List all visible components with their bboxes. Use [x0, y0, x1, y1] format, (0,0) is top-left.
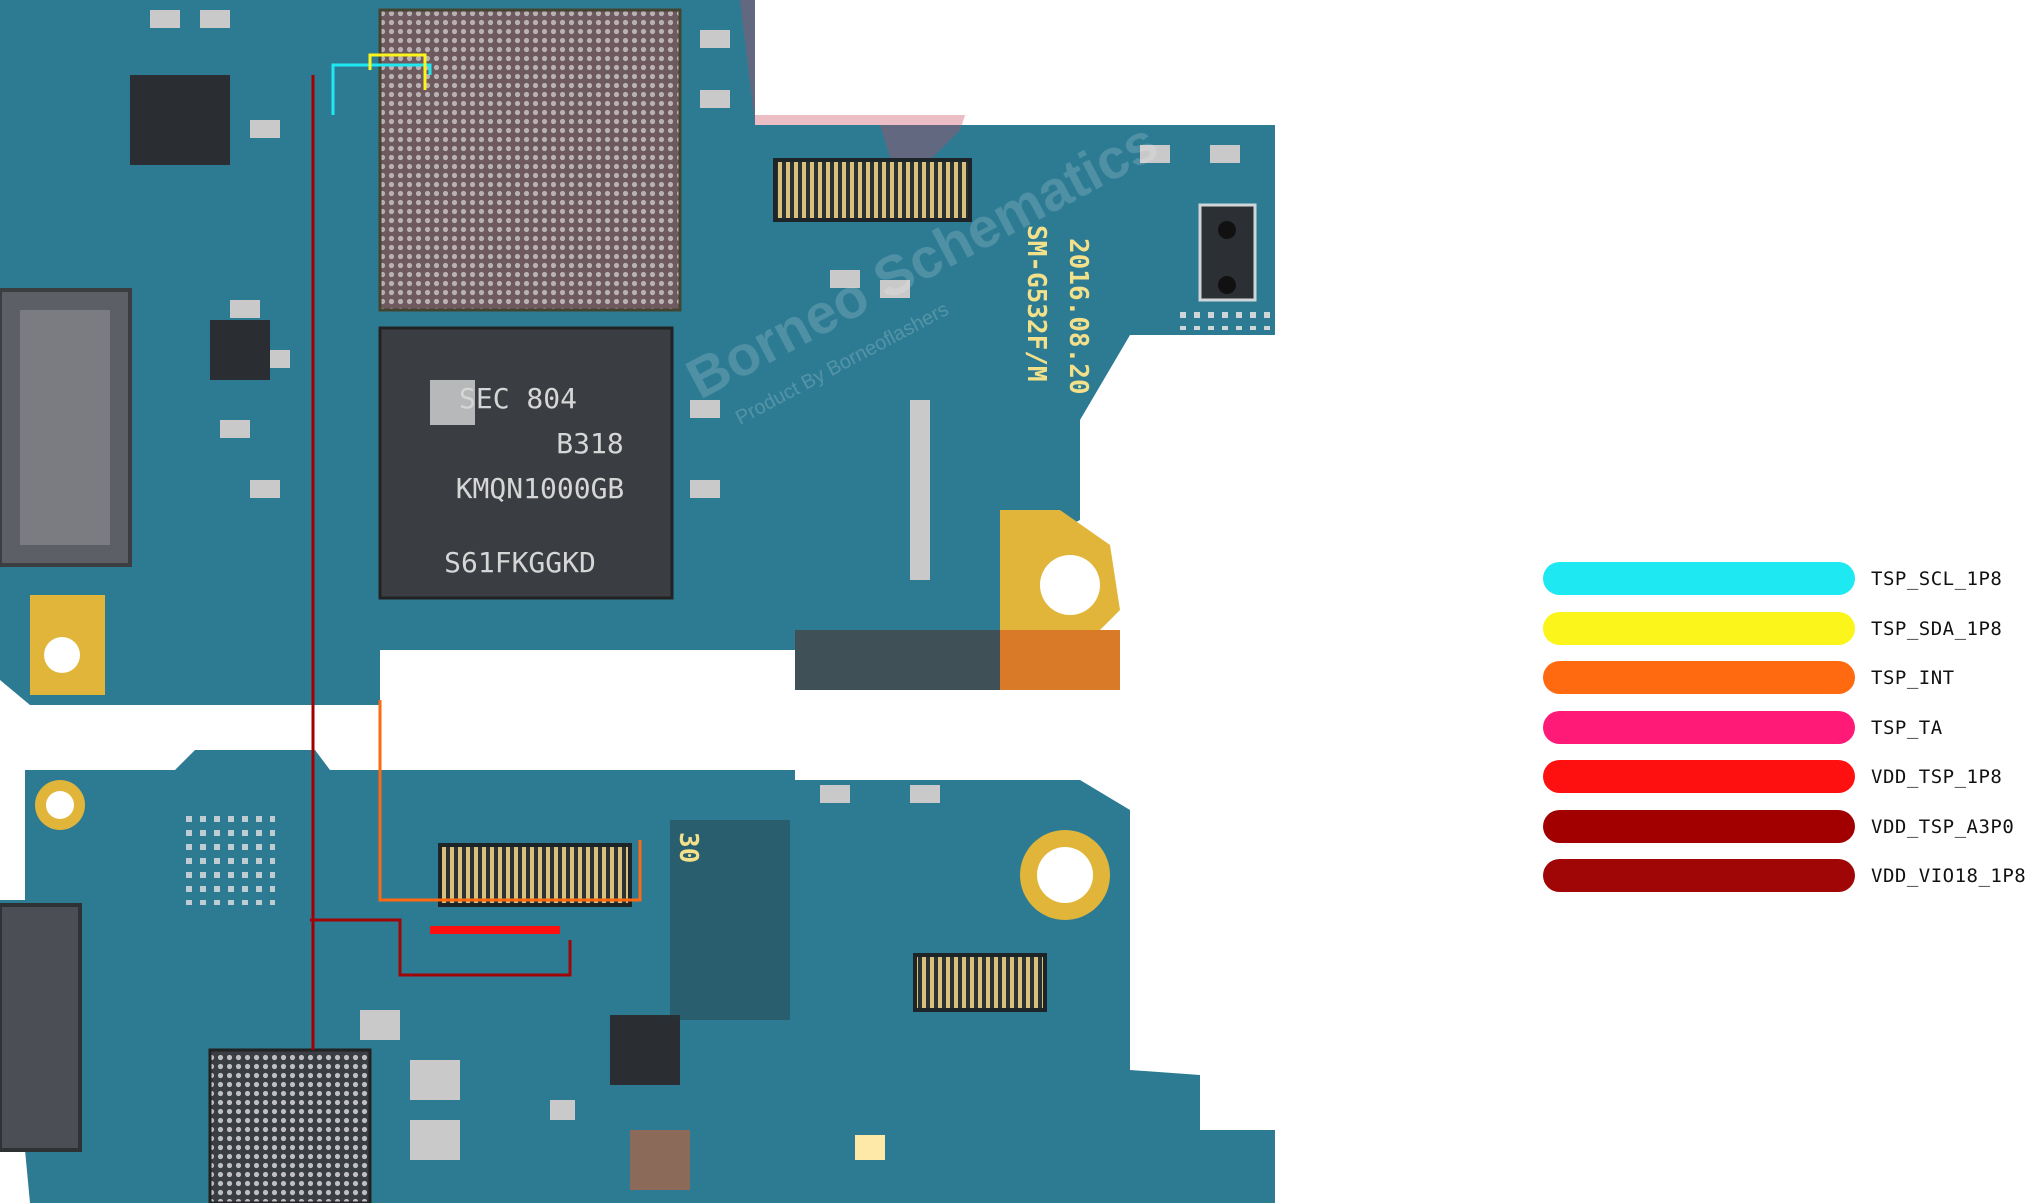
legend-item: VDD_VIO18_1P8: [1540, 857, 2030, 907]
touch-connector: [438, 843, 632, 907]
trace-tsp-int: [378, 700, 642, 902]
flash-label-1: SEC 804: [459, 382, 577, 415]
trace-vdd-vio18: [310, 918, 572, 977]
legend-swatch: [1543, 760, 1855, 793]
lower-board: [0, 750, 1275, 1203]
legend-swatch: [1543, 562, 1855, 595]
legend-swatch: [1543, 809, 1855, 843]
lower-right-connector: [913, 953, 1047, 1012]
qr-code: [430, 380, 475, 425]
signal-legend: TSP_SCL_1P8 TSP_SDA_1P8 TSP_INT TSP_TA V…: [1540, 560, 2030, 907]
legend-item: VDD_TSP_A3P0: [1540, 808, 2030, 858]
cpu-chip: [378, 8, 682, 312]
flash-chip: [378, 326, 674, 600]
board-cutout: [755, 0, 1010, 115]
legend-item: TSP_INT: [1540, 659, 2030, 709]
legend-label: VDD_TSP_A3P0: [1871, 815, 2015, 838]
upper-board: [0, 0, 1275, 705]
legend-label: TSP_INT: [1871, 667, 1955, 689]
lower-port: [0, 903, 82, 1152]
legend-swatch: [1543, 611, 1855, 645]
legend-swatch: [1543, 710, 1855, 744]
date-mark: 2016.08.20: [1063, 238, 1093, 395]
legend-swatch: [1543, 661, 1855, 694]
trace-tsp-scl: [331, 63, 432, 115]
legend-item: TSP_TA: [1540, 709, 2030, 759]
legend-label: VDD_VIO18_1P8: [1871, 865, 2027, 887]
legend-label: VDD_TSP_1P8: [1871, 766, 2003, 788]
flash-label-4: S61FKGGKD: [444, 546, 596, 579]
legend-label: TSP_TA: [1871, 716, 1943, 739]
display-connector: [773, 158, 972, 222]
connector-mark: 30: [673, 832, 703, 863]
pmic-chip: [130, 75, 230, 165]
side-button-pads: [910, 400, 930, 580]
trace-tsp-sda: [368, 53, 427, 90]
legend-item: TSP_SDA_1P8: [1540, 610, 2030, 660]
legend-label: TSP_SCL_1P8: [1871, 568, 2003, 590]
legend-item: VDD_TSP_1P8: [1540, 758, 2030, 808]
flash-label-3: KMQN1000GB: [456, 472, 625, 505]
mtk-chip: [208, 1048, 372, 1203]
flash-label-2: B318: [556, 427, 623, 460]
legend-item: TSP_SCL_1P8: [1540, 560, 2030, 610]
led: [855, 1135, 885, 1160]
model-mark: SM-G532F/M: [1021, 225, 1051, 382]
signal-traces: [310, 53, 642, 1050]
legend-swatch: [1543, 859, 1855, 892]
legend-label: TSP_SDA_1P8: [1871, 617, 2003, 640]
